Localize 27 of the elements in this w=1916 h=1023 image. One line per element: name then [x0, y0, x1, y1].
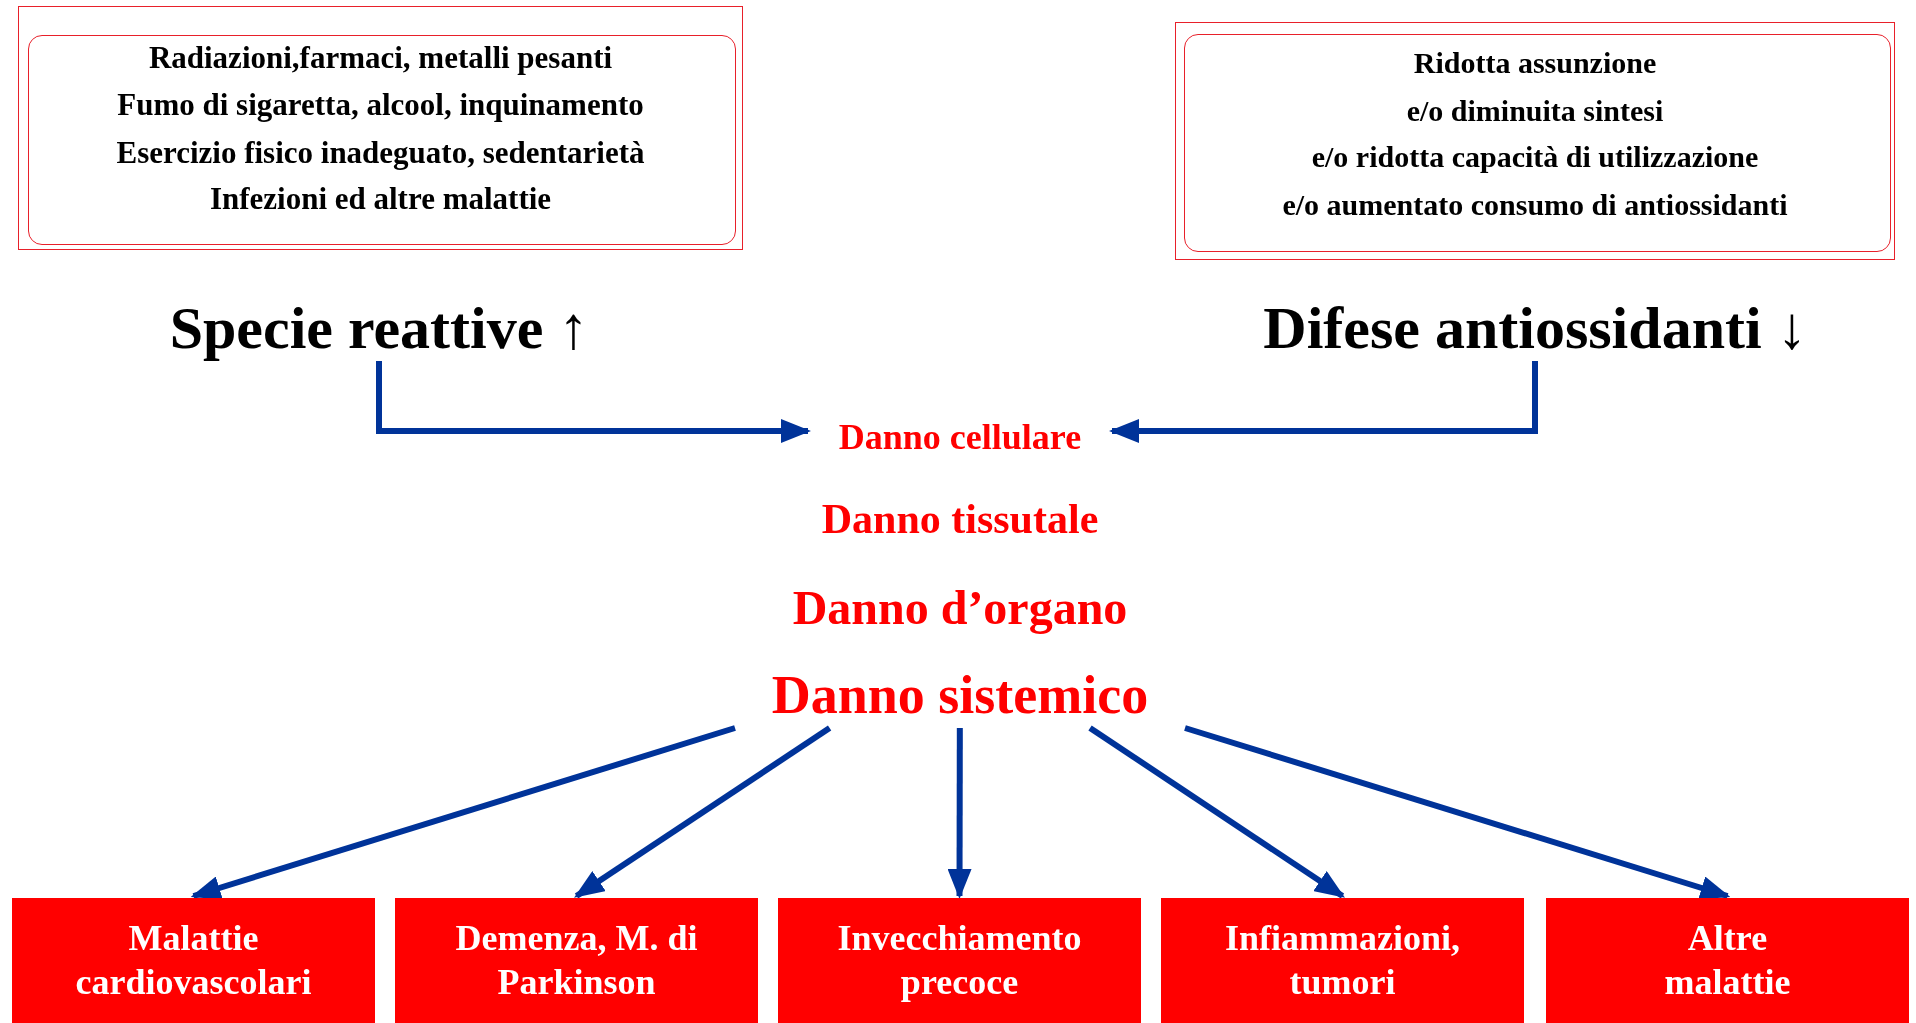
damage-text: Danno cellulare: [808, 414, 1112, 460]
arrow: [1109, 361, 1538, 443]
arrow: [190, 725, 736, 900]
cause-text: Radiazioni,farmaci, metalli pesanti: [147, 39, 614, 77]
cause-text: Fumo di sigaretta, alcool, inquinamento: [116, 86, 645, 124]
disease-box: Infiammazioni, tumori: [1161, 898, 1524, 1023]
arrow: [1184, 725, 1731, 900]
disease-box: Malattie cardiovascolari: [12, 898, 375, 1023]
heading-text: Specie reattive ↑: [120, 295, 638, 361]
arrow: [947, 728, 972, 899]
cause-text: Esercizio fisico inadeguato, sedentarietà: [115, 134, 646, 172]
cause-text: Ridotta assunzione: [1412, 45, 1658, 81]
damage-text: Danno sistemico: [735, 664, 1185, 726]
damage-text: Danno tissutale: [820, 495, 1100, 544]
cause-box: [18, 6, 743, 250]
cause-text: e/o aumentato consumo di antiossidanti: [1281, 187, 1789, 223]
disease-box: Demenza, M. di Parkinson: [395, 898, 758, 1023]
cause-text: Infezioni ed altre malattie: [208, 180, 553, 218]
heading-text: Difese antiossidanti ↓: [1215, 295, 1855, 361]
cause-text: e/o ridotta capacità di utilizzazione: [1310, 139, 1760, 175]
arrow: [574, 725, 832, 899]
disease-box: Invecchiamento precoce: [778, 898, 1141, 1023]
arrow: [1088, 725, 1345, 899]
disease-box: Altre malattie: [1546, 898, 1909, 1023]
cause-text: e/o diminuita sintesi: [1405, 93, 1665, 129]
damage-text: Danno d’organo: [791, 579, 1129, 636]
arrow: [376, 361, 811, 443]
